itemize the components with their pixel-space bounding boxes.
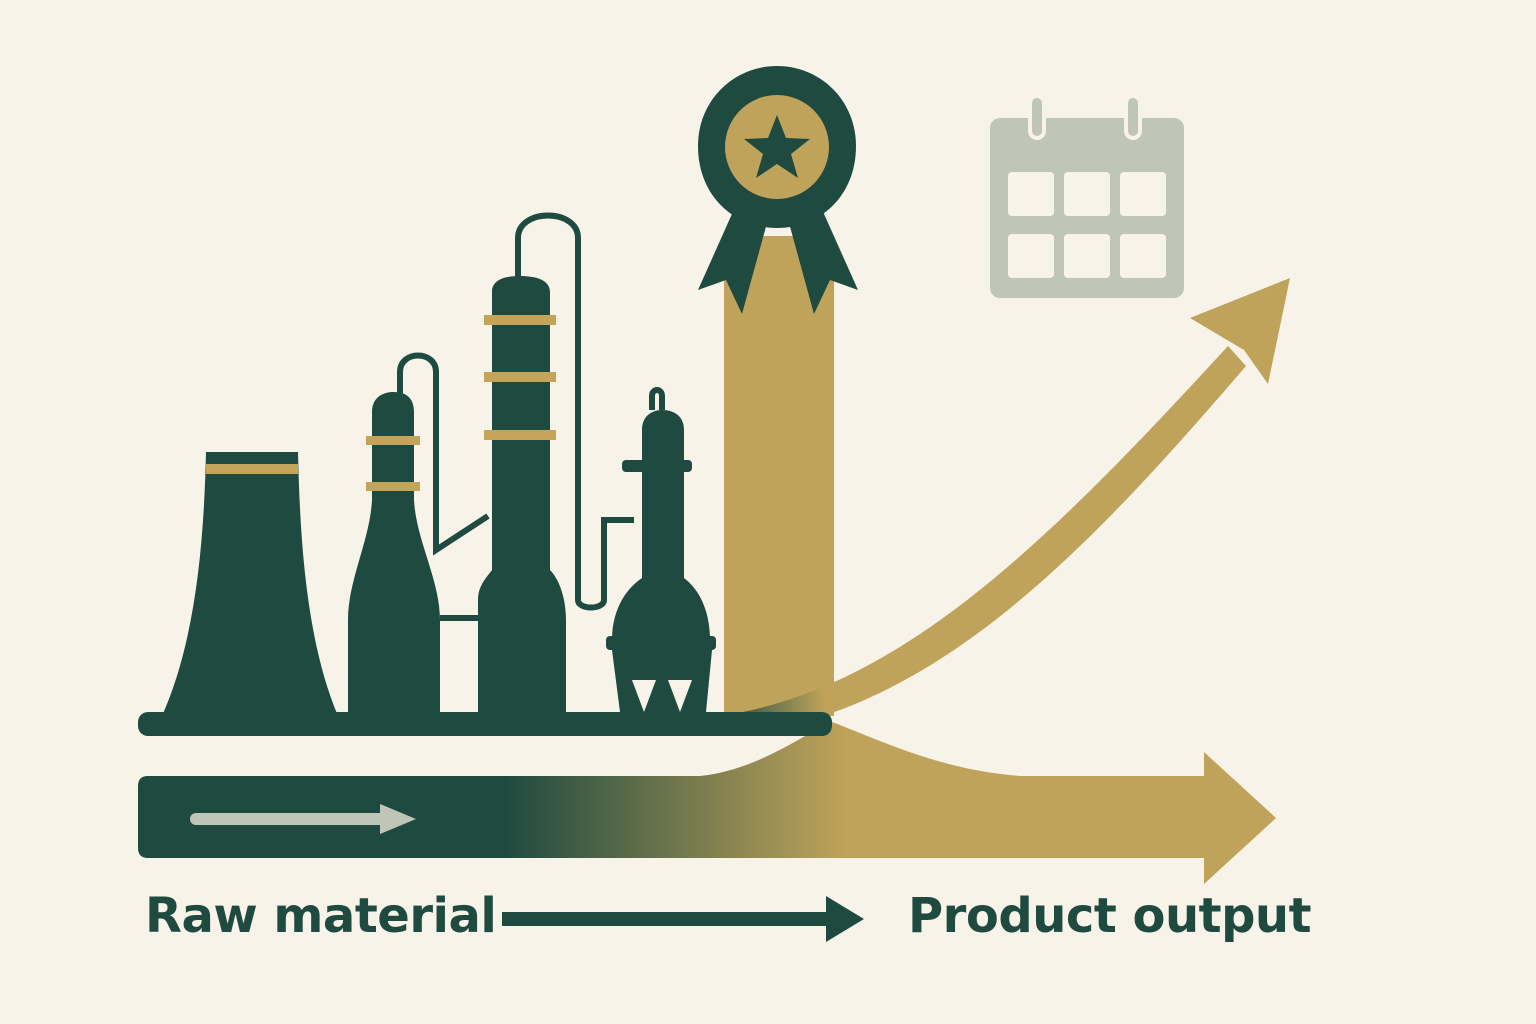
product-output-label: Product output: [908, 888, 1312, 944]
award-pillar: [724, 236, 834, 716]
flow-arrow-icon: [138, 722, 1276, 884]
distillation-column-icon: [478, 212, 634, 716]
calendar-icon: [990, 94, 1184, 298]
growth-arrow-icon: [720, 278, 1290, 732]
distillation-column-icon: [348, 352, 490, 716]
star-icon: [744, 115, 810, 178]
reactor-vessel-icon: [606, 387, 716, 712]
cooling-tower-icon: [162, 452, 338, 716]
raw-material-label: Raw material: [145, 888, 497, 944]
award-ribbon-icon: [698, 66, 858, 314]
label-connector-arrow: [502, 896, 864, 942]
ground-line: [138, 712, 832, 736]
